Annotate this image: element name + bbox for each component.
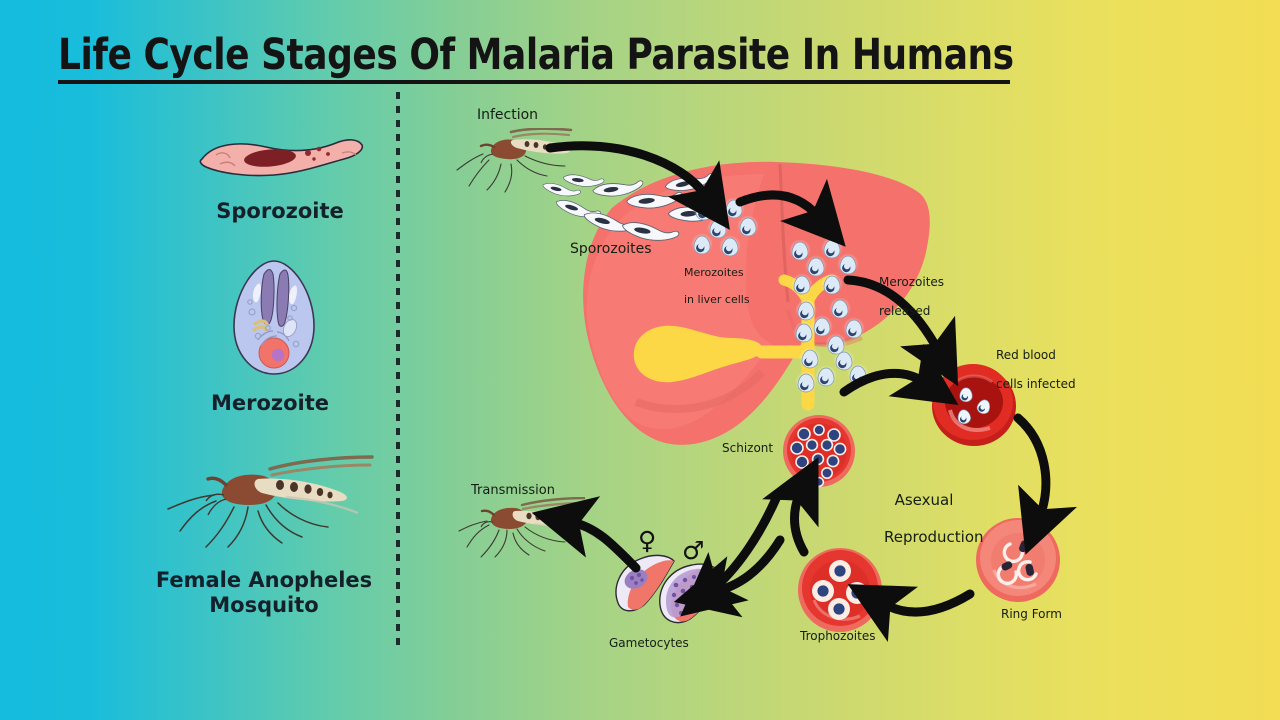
legend-label-sporozoite: Sporozoite: [216, 199, 344, 223]
label-asexual-reproduction: Asexual Reproduction: [884, 473, 984, 564]
arrow-liver-to-right-lobe: [735, 178, 846, 247]
label-infection: Infection: [477, 107, 539, 123]
arrow-rbc-to-ring: [1013, 413, 1078, 555]
label-merozoites-in-liver-cells-line2: in liver cells: [684, 293, 750, 307]
title-underline: [58, 80, 1010, 84]
label-schizont: Schizont: [722, 441, 774, 455]
label-merozoites-released-line2: released: [879, 303, 931, 318]
label-asexual-reproduction-line1: Asexual: [894, 491, 954, 510]
gametocyte-female: [615, 554, 675, 612]
legend-label-merozoite: Merozoite: [210, 391, 330, 415]
merozoite-cell-icon: [233, 260, 315, 375]
arrow-gametocytes-to-mosquito: [531, 496, 641, 573]
label-red-blood-cells-infected-line2: cells infected: [996, 376, 1076, 391]
label-sporozoites: Sporozoites: [570, 241, 652, 257]
sporozoite-cell-icon: [199, 139, 364, 177]
label-gametocytes: Gametocytes: [609, 636, 689, 650]
label-merozoites-in-liver-cells-line1: Merozoites: [684, 266, 744, 280]
label-red-blood-cells-infected-line1: Red blood: [996, 347, 1056, 362]
mosquito-icon: [167, 455, 374, 548]
label-merozoites-released-line1: Merozoites: [879, 274, 945, 289]
legend-label-mosquito-line1: Female Anopheles: [155, 568, 373, 592]
vertical-dotted-divider: [396, 92, 400, 648]
label-ring-form: Ring Form: [1001, 607, 1062, 621]
arrow-merozoites-released: [843, 275, 959, 387]
female-symbol-icon: ♀: [638, 526, 657, 555]
arrow-ring-to-trophozoite: [847, 584, 975, 642]
legend-label-mosquito: Female Anopheles Mosquito: [123, 568, 405, 618]
label-merozoites-released: Merozoites released: [879, 260, 944, 333]
label-transmission: Transmission: [471, 483, 555, 498]
label-merozoites-in-liver-cells: Merozoites in liver cells: [684, 253, 750, 320]
label-red-blood-cells-infected: Red blood cells infected: [996, 333, 1076, 406]
arrow-rbc-release-to-gametocytes: [673, 535, 785, 618]
arrow-infection-to-liver: [545, 141, 730, 230]
arrow-trophozoite-to-schizont: [762, 456, 819, 557]
legend-label-mosquito-line2: Mosquito: [209, 592, 319, 617]
page-title: Life Cycle Stages Of Malaria Parasite In…: [58, 30, 1014, 80]
label-trophozoites: Trophozoites: [800, 629, 876, 643]
arrow-swarm-to-rbc: [839, 343, 959, 405]
label-asexual-reproduction-line2: Reproduction: [884, 527, 984, 546]
